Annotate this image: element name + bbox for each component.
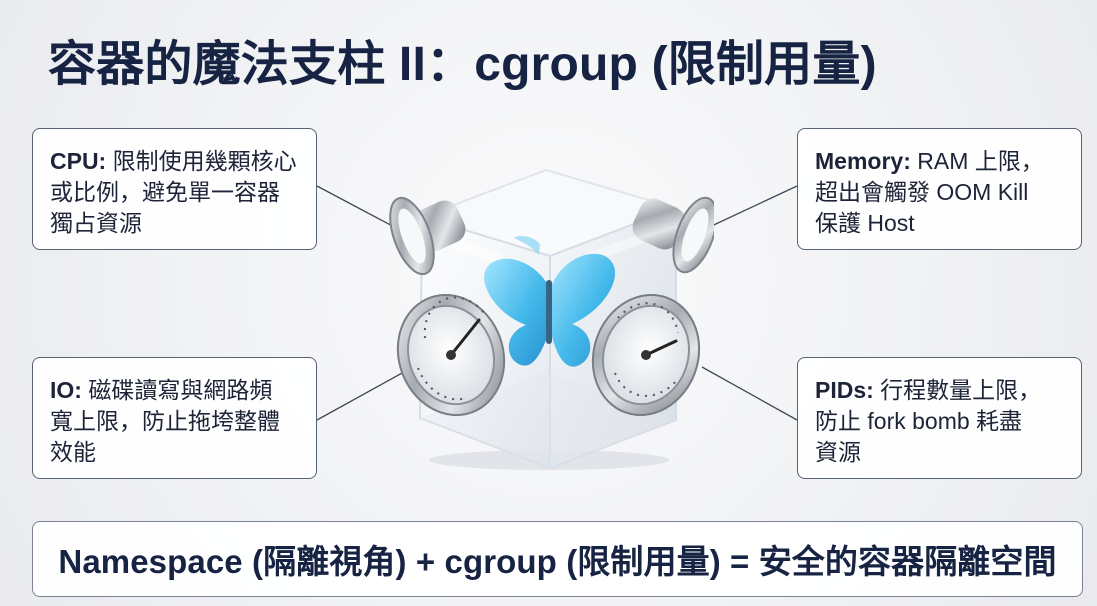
pids-line-3: 資源 xyxy=(815,439,861,465)
memory-line-3: 保護 Host xyxy=(815,210,915,236)
cpu-line-3: 獨占資源 xyxy=(50,210,142,236)
cpu-callout: CPU: 限制使用幾顆核心 或比例，避免單一容器 獨占資源 xyxy=(32,128,317,250)
memory-line-1: RAM 上限， xyxy=(910,148,1044,174)
top-right-valve xyxy=(632,196,714,274)
memory-connector xyxy=(702,185,798,231)
io-line-2: 寬上限，防止拖垮整體 xyxy=(50,408,280,434)
cgroup-cube-illustration xyxy=(389,168,714,470)
cpu-label: CPU: xyxy=(50,148,107,174)
memory-label: Memory: xyxy=(815,148,911,174)
cpu-line-1: 限制使用幾顆核心 xyxy=(106,148,297,174)
pressure-gauge-icon xyxy=(396,293,701,417)
pids-callout: PIDs: 行程數量上限， 防止 fork bomb 耗盡 資源 xyxy=(797,357,1082,479)
summary-text: Namespace (隔離視角) + cgroup (限制用量) = 安全的容器… xyxy=(58,543,1057,580)
memory-line-2: 超出會觸發 OOM Kill xyxy=(815,179,1029,205)
summary-banner: Namespace (隔離視角) + cgroup (限制用量) = 安全的容器… xyxy=(32,521,1083,597)
io-line-1: 磁碟讀寫與網路頻 xyxy=(81,377,273,403)
cpu-line-2: 或比例，避免單一容器 xyxy=(50,179,280,205)
memory-callout: Memory: RAM 上限， 超出會觸發 OOM Kill 保護 Host xyxy=(797,128,1082,250)
pids-connector xyxy=(701,366,798,421)
butterfly-icon xyxy=(484,236,616,367)
pids-line-1: 行程數量上限， xyxy=(873,377,1042,403)
pids-label: PIDs: xyxy=(815,377,874,403)
top-left-valve xyxy=(389,196,466,276)
io-line-3: 效能 xyxy=(50,439,96,465)
pids-line-2: 防止 fork bomb 耗盡 xyxy=(815,408,1023,434)
io-callout: IO: 磁碟讀寫與網路頻 寬上限，防止拖垮整體 效能 xyxy=(32,357,317,479)
right-pressure-gauge xyxy=(591,293,701,417)
page-title: 容器的魔法支柱 II：cgroup (限制用量) xyxy=(48,38,877,91)
left-pressure-gauge xyxy=(396,293,506,417)
io-label: IO: xyxy=(50,377,82,403)
